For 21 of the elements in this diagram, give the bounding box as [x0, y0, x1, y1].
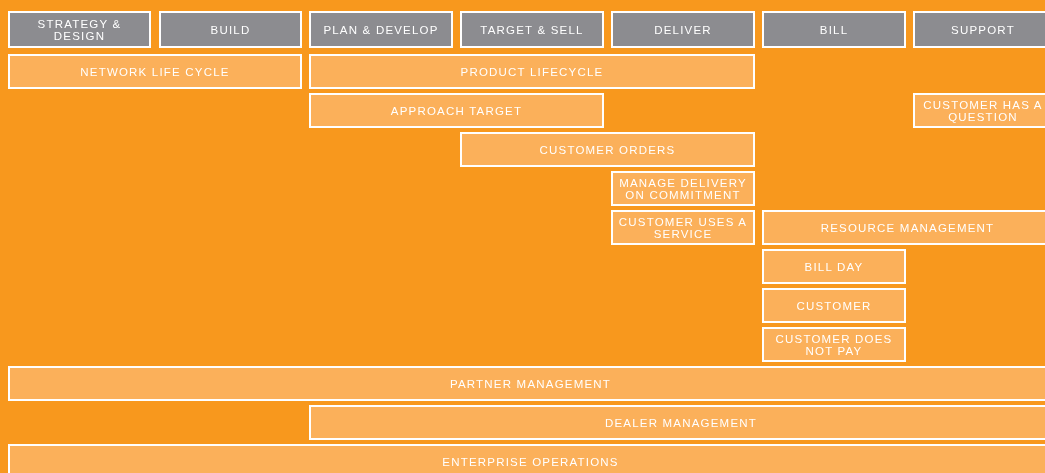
process-bar: CUSTOMER USES A SERVICE [611, 210, 755, 245]
process-bar: PARTNER MANAGEMENT [8, 366, 1045, 401]
process-bar: CUSTOMER ORDERS [460, 132, 755, 167]
process-bar: NETWORK LIFE CYCLE [8, 54, 302, 89]
stage-header: STRATEGY & DESIGN [8, 11, 151, 48]
process-bar: CUSTOMER DOES NOT PAY [762, 327, 906, 362]
process-bar: RESOURCE MANAGEMENT [762, 210, 1045, 245]
stage-header: BILL [762, 11, 906, 48]
process-bar: PRODUCT LIFECYCLE [309, 54, 755, 89]
process-bar: CUSTOMER HAS A QUESTION [913, 93, 1045, 128]
process-bar: APPROACH TARGET [309, 93, 604, 128]
process-bar: BILL DAY [762, 249, 906, 284]
stage-header: PLAN & DEVELOP [309, 11, 453, 48]
process-bar: ENTERPRISE OPERATIONS [8, 444, 1045, 473]
process-bar: DEALER MANAGEMENT [309, 405, 1045, 440]
process-bar: MANAGE DELIVERY ON COMMITMENT [611, 171, 755, 206]
stage-header: SUPPORT [913, 11, 1045, 48]
process-bar: CUSTOMER [762, 288, 906, 323]
stage-header: BUILD [159, 11, 302, 48]
stage-header: DELIVER [611, 11, 755, 48]
stage-header: TARGET & SELL [460, 11, 604, 48]
